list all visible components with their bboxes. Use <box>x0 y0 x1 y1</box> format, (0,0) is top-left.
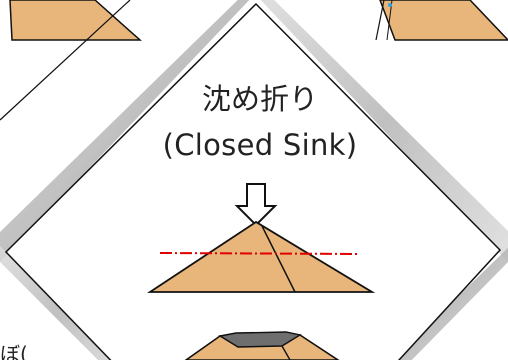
neighbor-tile-top-right <box>375 0 508 41</box>
accent-dot <box>388 3 392 7</box>
crease-line <box>261 225 296 293</box>
step-title-japanese: 沈め折り <box>201 82 318 116</box>
paper-triangle <box>147 220 376 293</box>
next-step-top <box>218 331 302 348</box>
step-title-english: (Closed Sink) <box>162 128 358 162</box>
neighbor-tile-top-left <box>0 0 142 121</box>
down-arrow-icon <box>234 183 278 227</box>
next-step-crease <box>281 345 291 360</box>
diamond-tile <box>4 2 502 360</box>
sink-fold-line <box>159 252 361 255</box>
edge-text-fragment: ぼ( <box>0 342 28 360</box>
